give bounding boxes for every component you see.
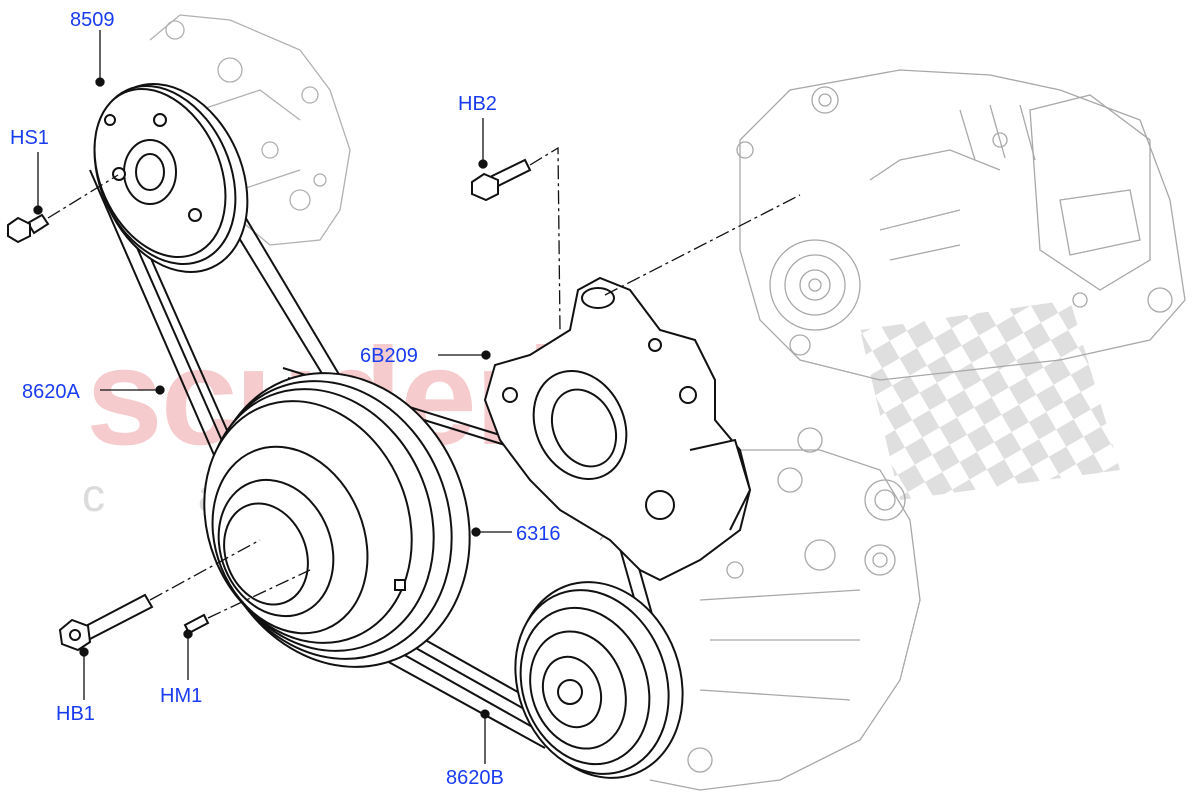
alternator-axis <box>604 194 801 296</box>
callout-hs1: HS1 <box>10 127 49 149</box>
callout-8620a: 8620A <box>22 381 80 403</box>
bolt-hb2 <box>471 158 532 202</box>
tensioner-6b209 <box>483 276 752 582</box>
callout-hb1: HB1 <box>56 703 95 725</box>
bolt-hs1 <box>7 213 50 244</box>
callout-6b209: 6B209 <box>360 345 418 367</box>
damper-6316 <box>203 372 471 668</box>
callout-hm1: HM1 <box>160 685 203 707</box>
hb1-axis <box>149 539 261 601</box>
bolt-hb1 <box>58 593 154 652</box>
callout-8620b: 8620B <box>446 767 504 789</box>
housing-ghost <box>149 14 351 246</box>
ac-pulley <box>514 581 684 779</box>
watermark-flag <box>860 300 1120 500</box>
callout-hb2: HB2 <box>458 93 497 115</box>
hm1-axis <box>207 569 311 619</box>
alternator-ghost <box>736 69 1186 381</box>
hb2-axis <box>529 146 561 331</box>
hs1-axis <box>47 174 119 219</box>
leader-lines <box>33 30 512 764</box>
callout-8509: 8509 <box>70 9 115 31</box>
callout-6316: 6316 <box>516 523 561 545</box>
pulley-8509 <box>93 83 249 273</box>
